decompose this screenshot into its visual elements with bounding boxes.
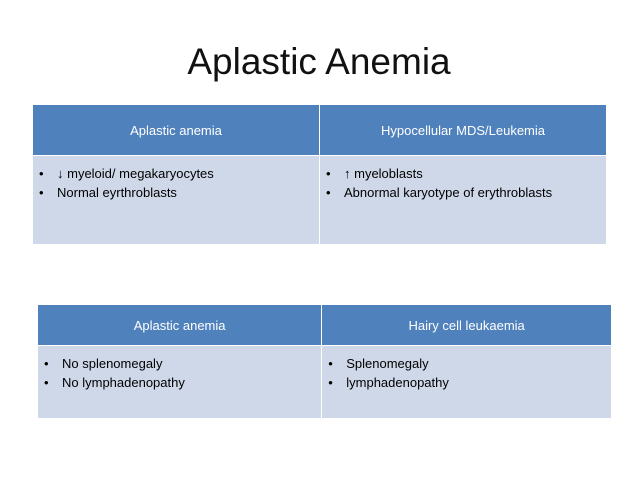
list-item: No splenomegaly (44, 354, 315, 373)
table-header-row: Aplastic anemia Hypocellular MDS/Leukemi… (32, 105, 607, 156)
column-header: Aplastic anemia (36, 305, 323, 346)
bullet-list: No splenomegaly No lymphadenopathy (44, 354, 315, 392)
list-item: ↑ myeloblasts (326, 164, 600, 183)
list-item: Abnormal karyotype of erythroblasts (326, 183, 600, 202)
comparison-table-aplastic-vs-mds: Aplastic anemia Hypocellular MDS/Leukemi… (32, 105, 607, 245)
table-cell: ↓ myeloid/ megakaryocytes Normal eyrthro… (32, 155, 320, 245)
list-item: Splenomegaly (328, 354, 605, 373)
bullet-list: ↓ myeloid/ megakaryocytes Normal eyrthro… (39, 164, 313, 202)
list-item: ↓ myeloid/ megakaryocytes (39, 164, 313, 183)
comparison-table-aplastic-vs-hairy-cell: Aplastic anemia Hairy cell leukaemia No … (36, 305, 612, 419)
list-item: No lymphadenopathy (44, 373, 315, 392)
column-header: Hairy cell leukaemia (321, 305, 612, 346)
table-row: No splenomegaly No lymphadenopathy Splen… (36, 345, 612, 419)
table-cell: Splenomegaly lymphadenopathy (321, 345, 612, 419)
table-cell: ↑ myeloblasts Abnormal karyotype of eryt… (319, 155, 607, 245)
table-cell: No splenomegaly No lymphadenopathy (36, 345, 323, 419)
table-header-row: Aplastic anemia Hairy cell leukaemia (36, 305, 612, 346)
column-header: Hypocellular MDS/Leukemia (319, 105, 607, 156)
list-item: Normal eyrthroblasts (39, 183, 313, 202)
column-header: Aplastic anemia (32, 105, 320, 156)
bullet-list: ↑ myeloblasts Abnormal karyotype of eryt… (326, 164, 600, 202)
list-item: lymphadenopathy (328, 373, 605, 392)
table-row: ↓ myeloid/ megakaryocytes Normal eyrthro… (32, 155, 607, 245)
slide-title: Aplastic Anemia (187, 41, 451, 82)
bullet-list: Splenomegaly lymphadenopathy (328, 354, 605, 392)
